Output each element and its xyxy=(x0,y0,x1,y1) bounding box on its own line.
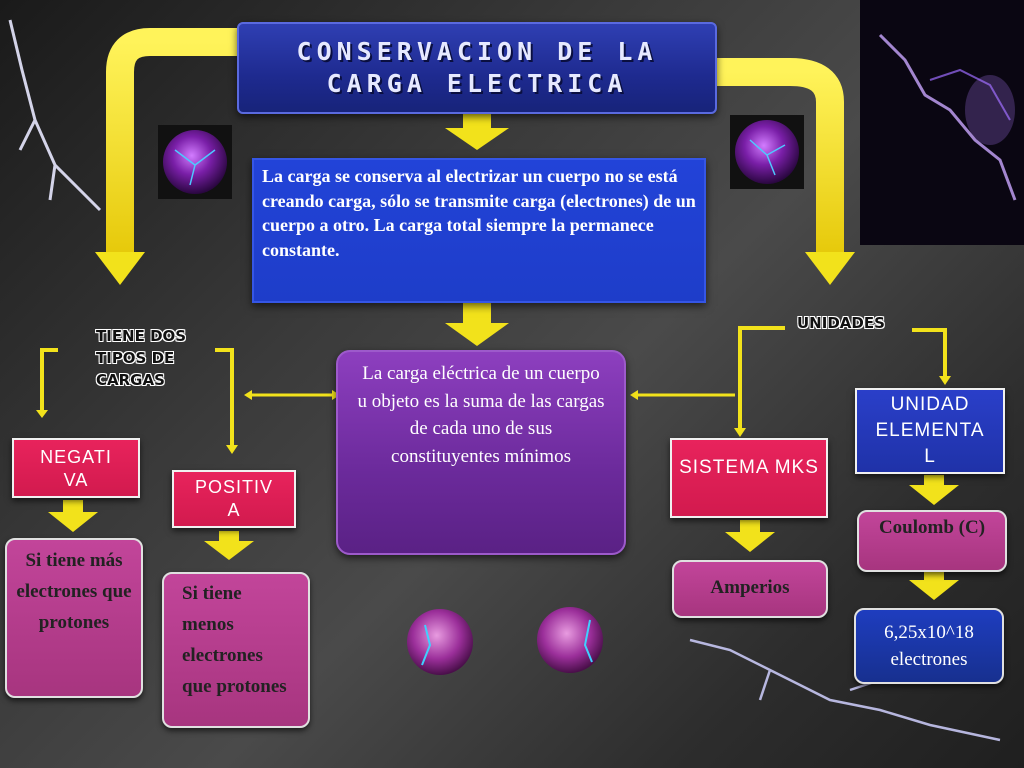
coulomb-label: Coulomb (C) xyxy=(878,517,986,538)
mks-system-box: SISTEMA MKS xyxy=(670,438,828,518)
units-label: UNIDADES xyxy=(797,314,885,332)
charged-sphere-icon xyxy=(407,609,473,675)
negative-description: Si tiene más electrones que protones xyxy=(16,550,132,633)
elemental-unit-box: UNIDAD ELEMENTA L xyxy=(855,388,1005,474)
title-box: CONSERVACION DE LA CARGA ELECTRICA xyxy=(237,22,717,114)
mks-system-label: SISTEMA MKS xyxy=(679,457,819,478)
positive-label-line1: POSITIV xyxy=(194,477,273,497)
electron-count-value: 6,25x10^18 electrones xyxy=(884,622,974,670)
central-concept-box: La carga eléctrica de un cuerpo u objeto… xyxy=(336,350,626,555)
negative-label-line1: NEGATI xyxy=(40,447,112,467)
positive-label-line2: A xyxy=(227,500,241,520)
central-concept-text: La carga eléctrica de un cuerpo u objeto… xyxy=(357,363,605,467)
charge-types-label: TIENE DOS TIPOS DE CARGAS xyxy=(96,327,187,389)
positive-charge-box: POSITIV A xyxy=(172,470,296,528)
elemental-label-line3: L xyxy=(924,446,936,467)
positive-description-box: Si tiene menos electrones que protones xyxy=(162,572,310,728)
plasma-ball-icon xyxy=(158,125,232,199)
negative-description-box: Si tiene más electrones que protones xyxy=(5,538,143,698)
amperes-box: Amperios xyxy=(672,560,828,618)
page-title: CONSERVACION DE LA CARGA ELECTRICA xyxy=(296,37,658,98)
negative-label-line2: VA xyxy=(63,470,89,490)
plasma-ball-icon xyxy=(730,115,804,189)
elemental-label-line2: ELEMENTA xyxy=(875,420,985,441)
charged-sphere-icon xyxy=(537,607,603,673)
amperes-label: Amperios xyxy=(710,577,790,598)
definition-text: La carga se conserva al electrizar un cu… xyxy=(262,166,696,260)
negative-charge-box: NEGATI VA xyxy=(12,438,140,498)
electron-count-box: 6,25x10^18 electrones xyxy=(854,608,1004,684)
positive-description: Si tiene menos electrones que protones xyxy=(182,583,287,697)
definition-box: La carga se conserva al electrizar un cu… xyxy=(252,158,706,303)
lightning-icon xyxy=(8,19,102,212)
coulomb-box: Coulomb (C) xyxy=(857,510,1007,572)
elemental-label-line1: UNIDAD xyxy=(890,394,970,415)
